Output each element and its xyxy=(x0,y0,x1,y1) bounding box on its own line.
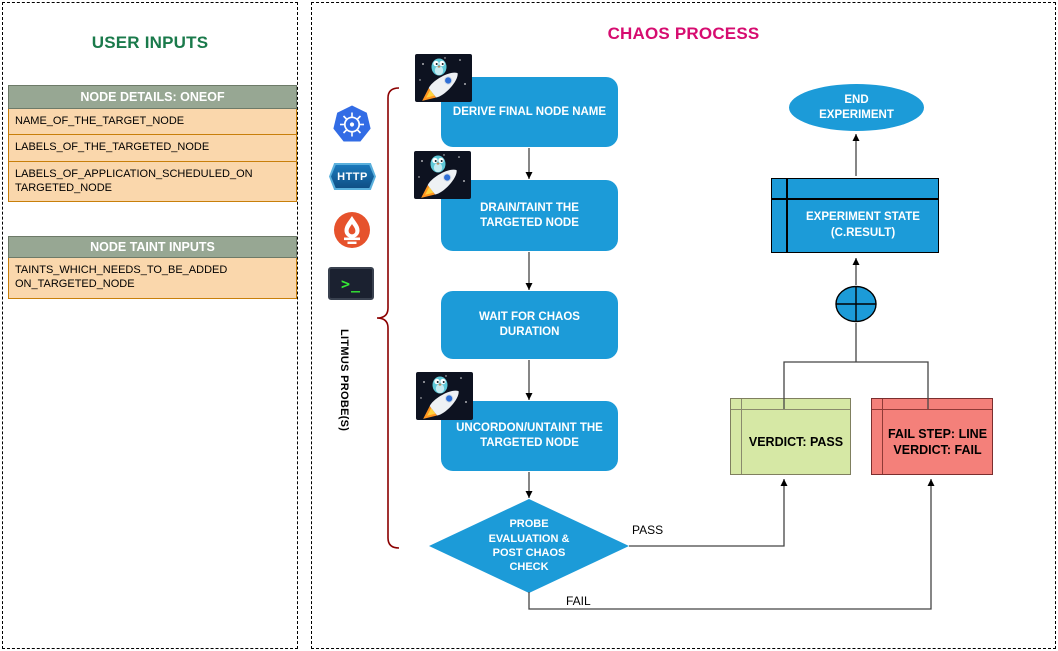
fail-step-label: FAIL STEP: LINE VERDICT: FAIL xyxy=(887,426,988,457)
verdict-divider xyxy=(882,399,883,474)
user-inputs-panel: USER INPUTS NODE DETAILS: ONEOF NAME_OF_… xyxy=(2,2,298,649)
http-badge-label: HTTP xyxy=(331,165,374,188)
litmus-probes-label: LITMUS PROBE(S) xyxy=(338,329,350,432)
node-taint-table: NODE TAINT INPUTS TAINTS_WHICH_NEEDS_TO_… xyxy=(8,236,297,299)
experiment-state-label: EXPERIMENT STATE (C.RESULT) xyxy=(806,211,920,239)
chaos-process-title: CHAOS PROCESS xyxy=(607,24,760,43)
decision-label: PROBE EVALUATION & POST CHAOS CHECK xyxy=(488,518,570,574)
probes-brace xyxy=(376,87,400,549)
end-experiment-node: END EXPERIMENT xyxy=(789,84,924,131)
edge-label-fail: FAIL xyxy=(564,594,593,608)
http-probe-icon: HTTP xyxy=(329,163,376,190)
node-taint-header: NODE TAINT INPUTS xyxy=(8,236,297,258)
rocket-icon xyxy=(414,151,471,199)
table-row: TAINTS_WHICH_NEEDS_TO_BE_ADDED ON_TARGET… xyxy=(8,258,297,299)
terminal-prompt-glyph: >_ xyxy=(340,274,362,293)
edge-label-pass: PASS xyxy=(630,523,666,537)
verdict-pass-node: VERDICT: PASS xyxy=(730,398,851,475)
table-row: LABELS_OF_THE_TARGETED_NODE xyxy=(8,135,297,162)
rocket-icon xyxy=(415,54,472,102)
experiment-state-node: EXPERIMENT STATE (C.RESULT) xyxy=(771,178,939,253)
kubernetes-icon xyxy=(331,104,373,146)
table-row: NAME_OF_THE_TARGET_NODE xyxy=(8,109,297,135)
end-experiment-label: END EXPERIMENT xyxy=(819,93,894,121)
table-row: LABELS_OF_APPLICATION_SCHEDULED_ON TARGE… xyxy=(8,162,297,202)
prometheus-icon xyxy=(333,211,371,249)
statebox-divider xyxy=(786,179,788,252)
fail-step-node: FAIL STEP: LINE VERDICT: FAIL xyxy=(871,398,993,475)
step-wait-chaos-duration: WAIT FOR CHAOS DURATION xyxy=(441,291,618,359)
xor-junction-icon xyxy=(835,285,877,323)
rocket-icon xyxy=(416,372,473,420)
node-details-header: NODE DETAILS: ONEOF xyxy=(8,85,297,109)
verdict-divider xyxy=(872,409,992,410)
verdict-pass-label: VERDICT: PASS xyxy=(748,434,844,449)
verdict-divider xyxy=(741,399,742,474)
decision-probe-evaluation: PROBE EVALUATION & POST CHAOS CHECK xyxy=(429,499,629,593)
user-inputs-title: USER INPUTS xyxy=(91,33,209,52)
chaos-process-panel: CHAOS PROCESS HTTP xyxy=(311,2,1056,649)
verdict-divider xyxy=(731,409,850,410)
statebox-divider xyxy=(772,198,938,200)
terminal-probe-icon: >_ xyxy=(328,267,374,300)
node-details-table: NODE DETAILS: ONEOF NAME_OF_THE_TARGET_N… xyxy=(8,85,297,202)
